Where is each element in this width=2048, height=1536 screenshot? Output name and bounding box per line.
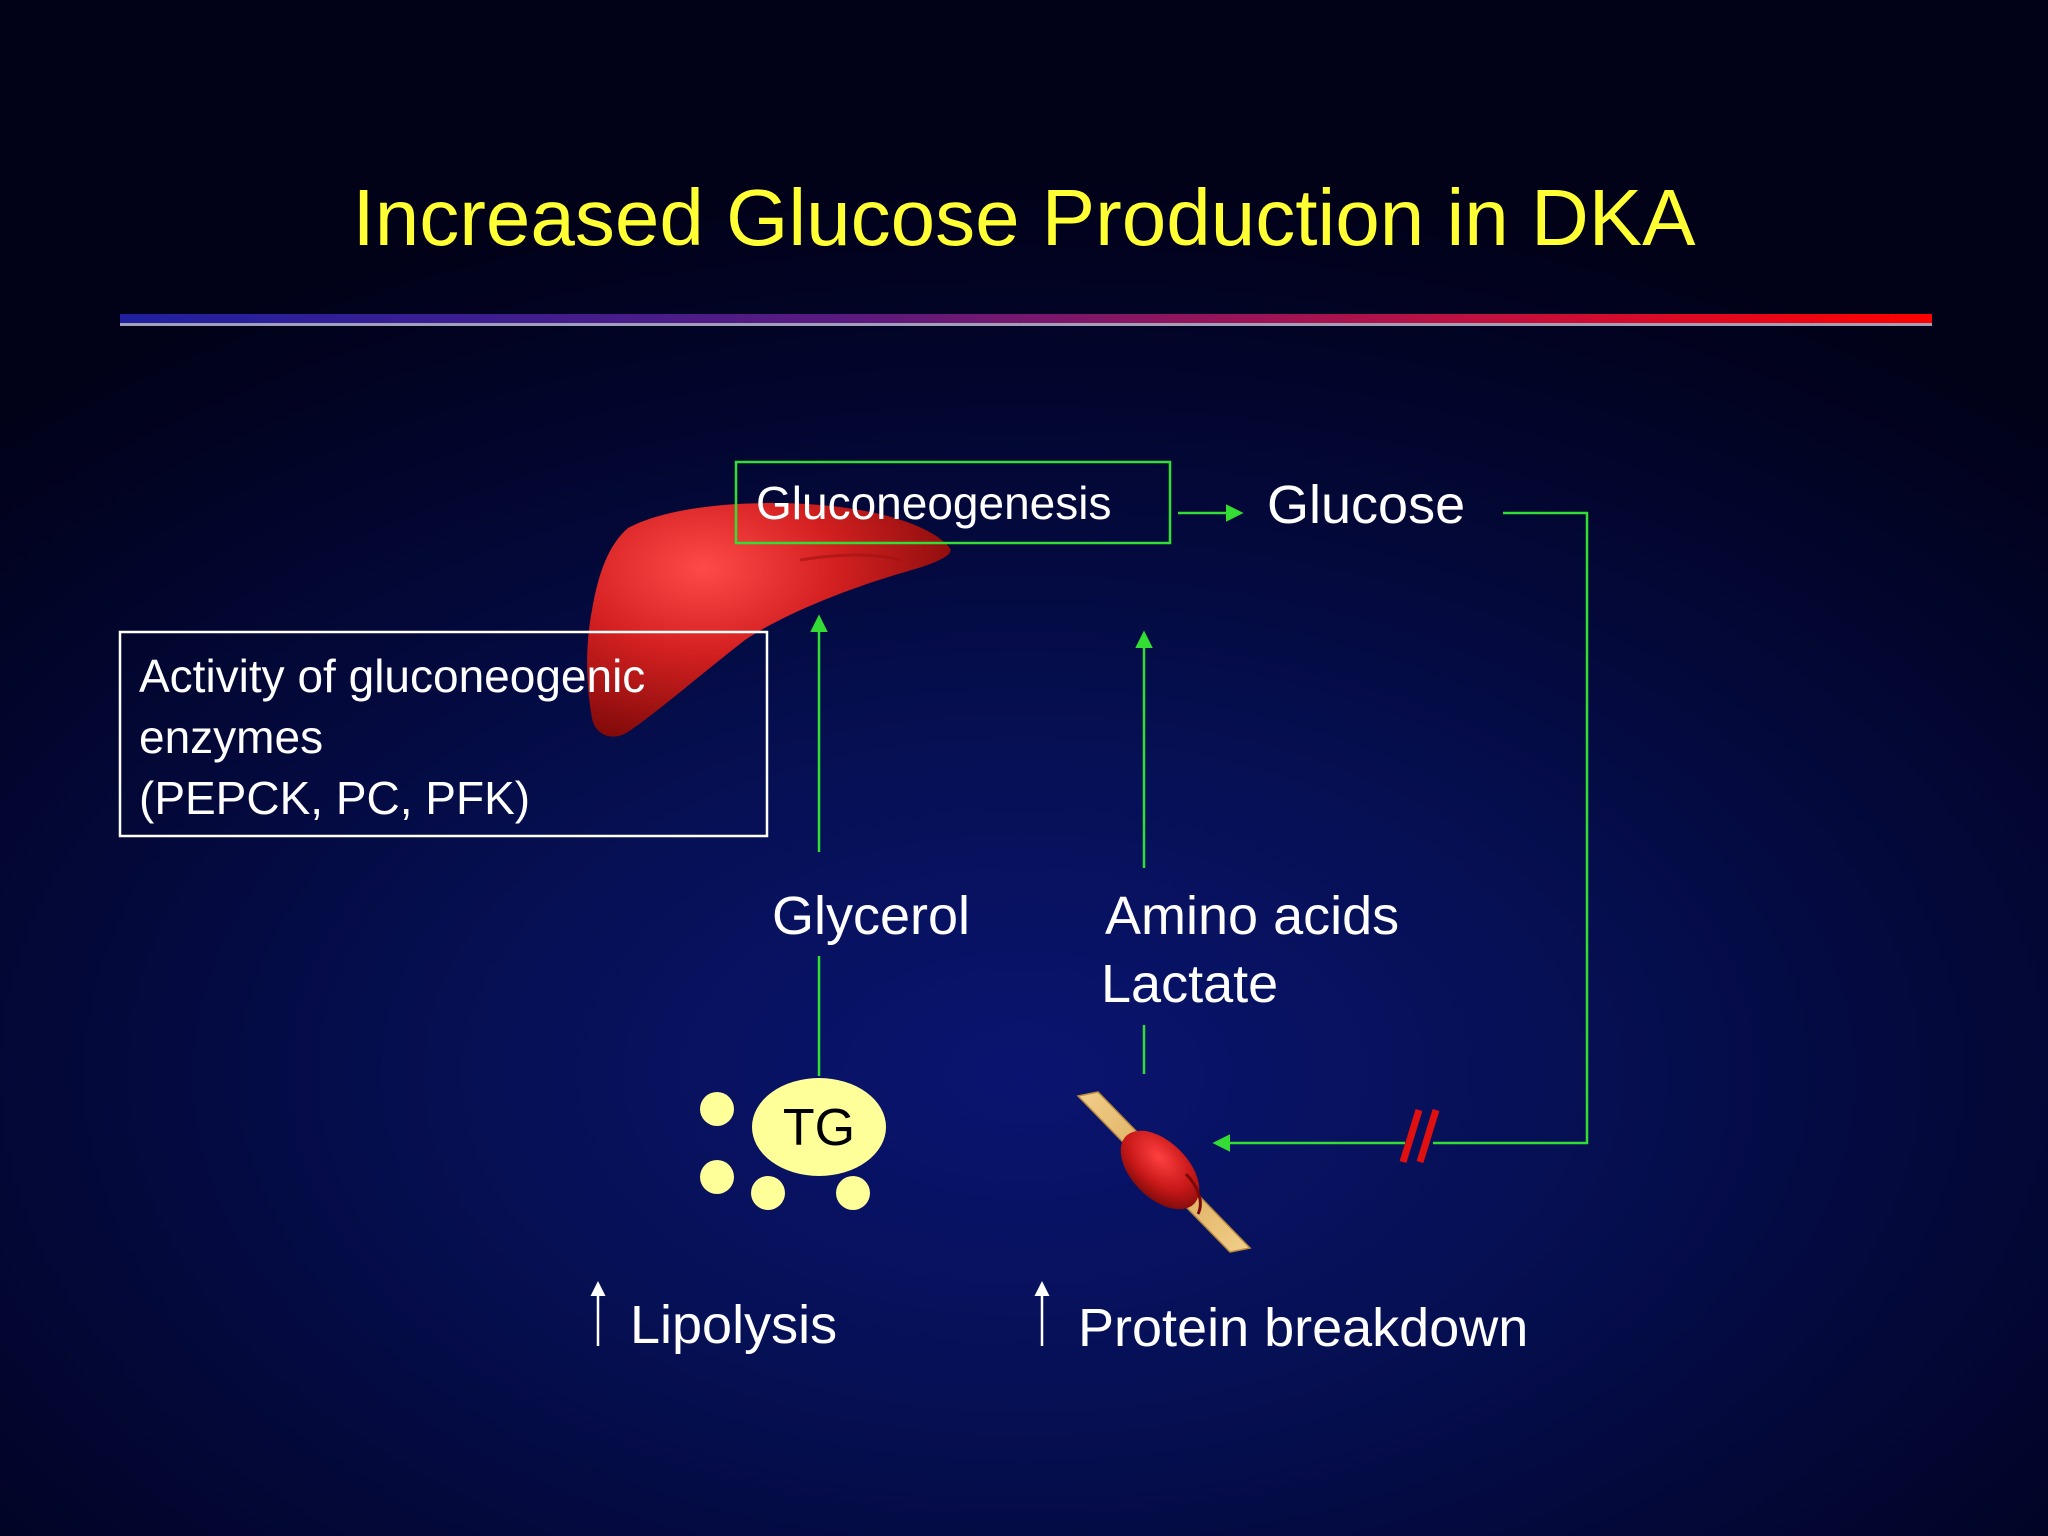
slide-title: Increased Glucose Production in DKA (352, 173, 1696, 262)
protein-breakdown-label: Protein breakdown (1078, 1298, 1529, 1358)
enzymes-line-2: enzymes (139, 711, 324, 763)
tg-label: TG (782, 1099, 856, 1157)
block-mark-icon (1399, 1108, 1440, 1164)
glucose-label: Glucose (1267, 475, 1466, 535)
glycerol-label: Glycerol (772, 886, 971, 946)
muscle-icon (1076, 1091, 1252, 1253)
gluconeogenesis-box (734, 460, 1172, 545)
lactate-label: Lactate (1101, 954, 1279, 1014)
liver-icon (587, 503, 951, 737)
title-underline (120, 314, 1932, 326)
glucose-loop-line (1433, 511, 1589, 1145)
gluconeogenesis-label: Gluconeogenesis (756, 477, 1112, 529)
enzymes-line-3: (PEPCK, PC, PFK) (139, 772, 531, 824)
amino-acids-label: Amino acids (1105, 886, 1400, 946)
enzymes-line-1: Activity of gluconeogenic (139, 650, 646, 702)
lipolysis-label: Lipolysis (630, 1295, 838, 1355)
fat-droplet-icon (700, 1078, 886, 1210)
enzymes-box (118, 630, 769, 838)
